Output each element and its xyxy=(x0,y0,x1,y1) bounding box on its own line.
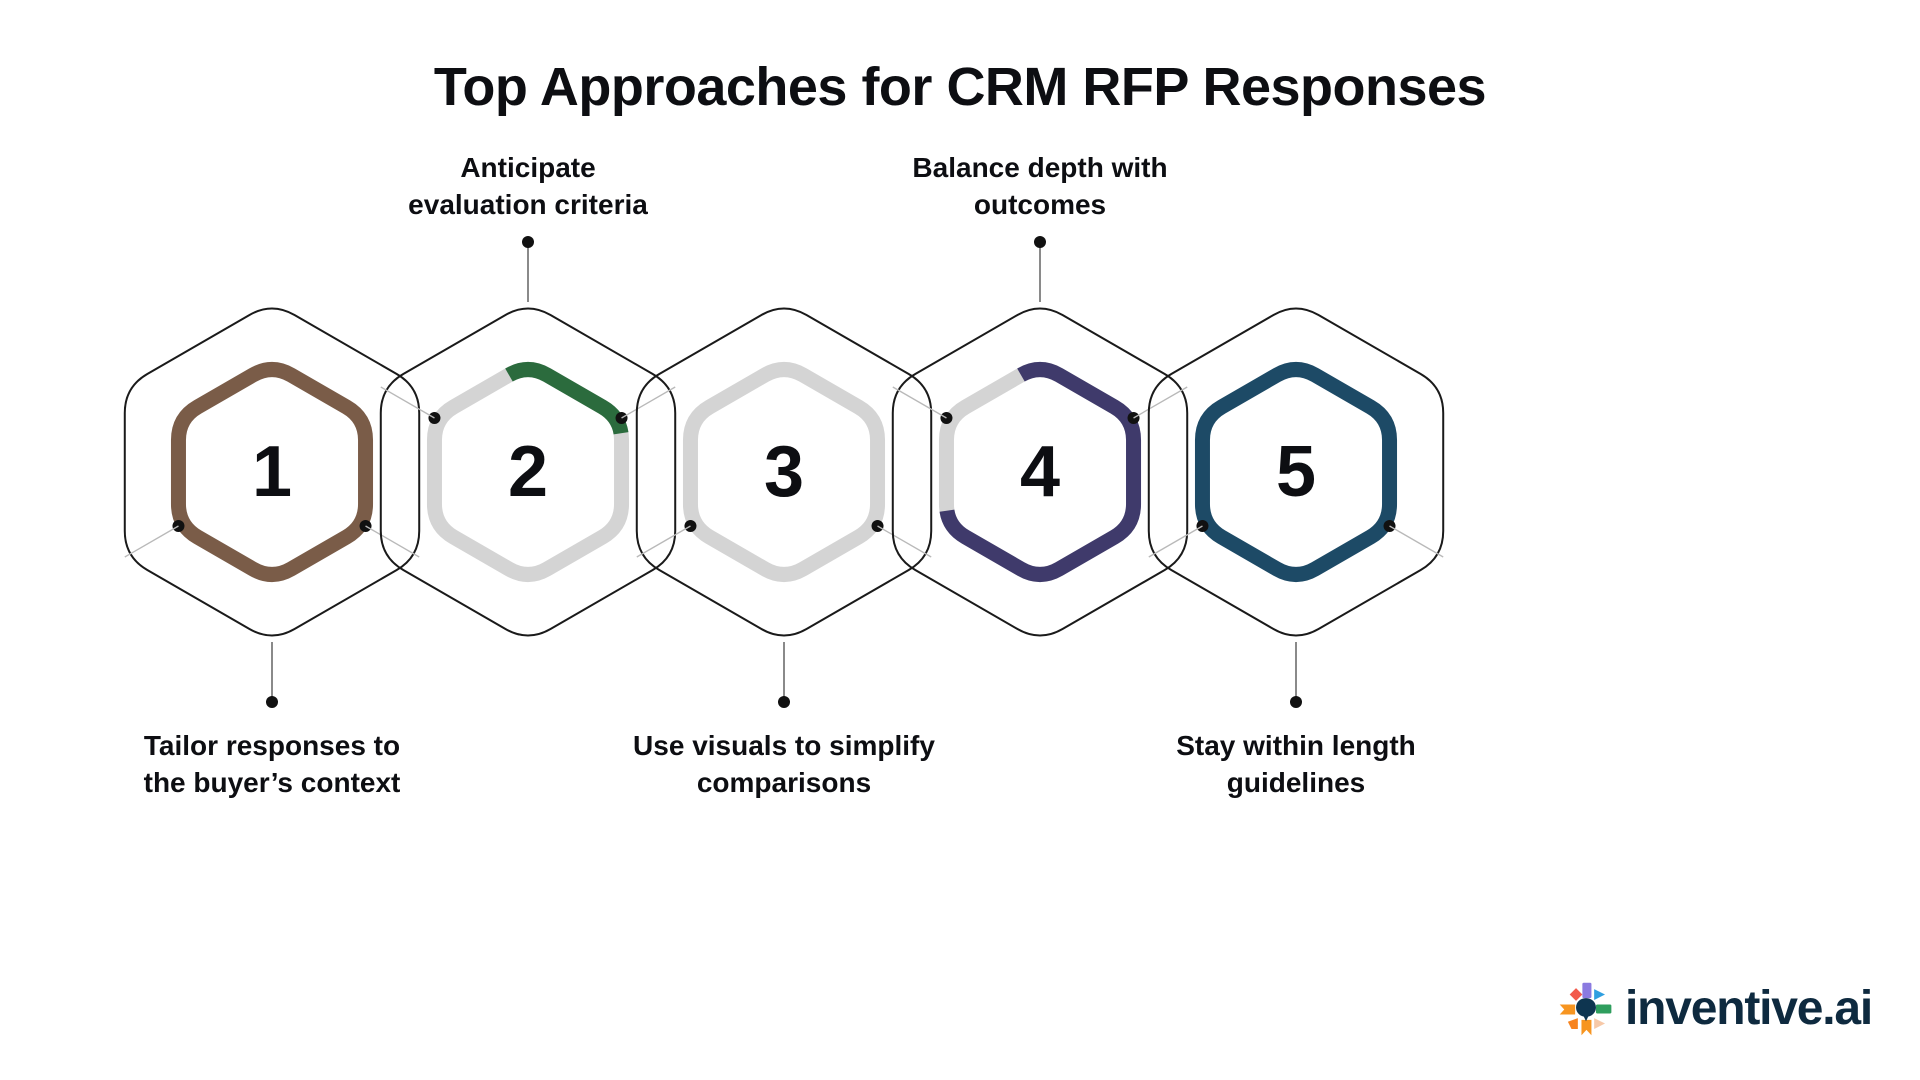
hexagon-ring-track xyxy=(170,362,374,582)
hexagon-ring-track xyxy=(682,362,886,582)
hexagon-step-1[interactable] xyxy=(123,307,421,637)
hexagon-ring-track xyxy=(1194,362,1398,582)
connector-hairline xyxy=(124,525,179,558)
hexagon-step-4[interactable] xyxy=(891,307,1189,637)
connector-hairline xyxy=(636,525,691,558)
connector-endpoint-dot xyxy=(1290,696,1302,708)
hexagon-step-2[interactable] xyxy=(379,307,677,637)
step-caption-5: Stay within length guidelines xyxy=(1176,730,1416,798)
hexagon-step-5[interactable] xyxy=(1147,307,1445,637)
brand-logo[interactable]: inventive.ai xyxy=(1557,980,1873,1038)
hexagon-ring-progress xyxy=(426,362,630,582)
connector-hairline xyxy=(892,386,947,419)
connector-hairline xyxy=(877,525,932,558)
step-caption-3: Use visuals to simplify comparisons xyxy=(633,730,935,798)
hexagon-outline xyxy=(123,307,421,637)
inventive-starburst-icon xyxy=(1559,982,1612,1036)
connector-hairline xyxy=(1148,525,1203,558)
connector-endpoint-dot xyxy=(522,236,534,248)
hexagon-outline xyxy=(635,307,933,637)
hexagon-outline xyxy=(1147,307,1445,637)
hexagon-step-3[interactable] xyxy=(635,307,933,637)
hexagon-outline xyxy=(891,307,1189,637)
hexagon-ring-progress xyxy=(938,362,1142,582)
connector-endpoint-dot xyxy=(778,696,790,708)
step-caption-1: Tailor responses to the buyer’s context xyxy=(143,730,401,798)
connector-hairline xyxy=(365,525,420,558)
hexagon-outline xyxy=(379,307,677,637)
page-title: Top Approaches for CRM RFP Responses xyxy=(433,57,1487,117)
connector-hairline xyxy=(380,386,435,419)
connector-hairline xyxy=(1133,386,1188,419)
connector-endpoint-dot xyxy=(1034,236,1046,248)
connector-hairline xyxy=(1389,525,1444,558)
step-caption-4: Balance depth with outcomes xyxy=(912,152,1168,220)
connector-hairline xyxy=(621,386,676,419)
step-caption-2: Anticipate evaluation criteria xyxy=(408,152,648,220)
connector-endpoint-dot xyxy=(266,696,278,708)
logo-wordmark: inventive.ai xyxy=(1624,982,1873,1035)
